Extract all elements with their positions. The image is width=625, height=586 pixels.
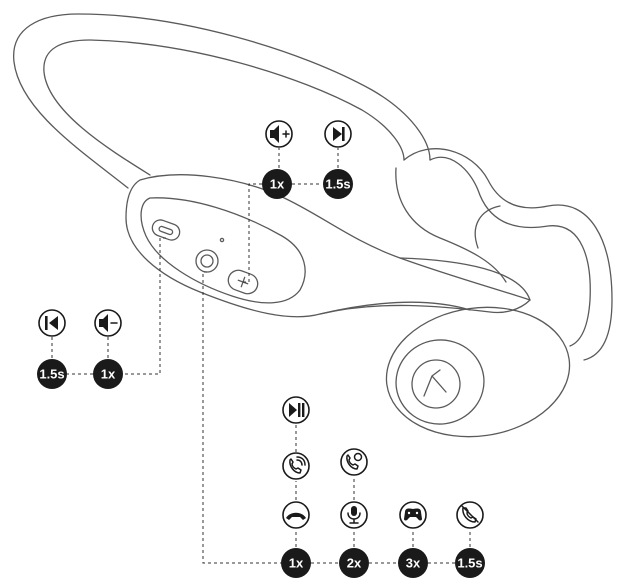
svg-text:1x: 1x [270, 177, 285, 192]
mic-hole [219, 237, 225, 243]
answer-call-icon [282, 452, 310, 480]
leader-vol-up [243, 183, 262, 283]
badge-next-1-5s: 1.5s [323, 169, 353, 199]
badge-mfb-2x: 2x [339, 548, 369, 578]
leader-mfb [202, 271, 281, 564]
earpiece-stem [399, 257, 531, 301]
multi-button-group: 1x 2x 3x 1.5s [281, 396, 485, 578]
svg-text:1.5s: 1.5s [39, 367, 64, 382]
ear-hook-rear [395, 167, 507, 283]
vol-down-button [151, 219, 181, 241]
earpiece-disc [395, 339, 485, 425]
leader-vol-down [122, 237, 166, 375]
control-pod [125, 174, 531, 318]
badge-prev-1-5s: 1.5s [37, 359, 67, 389]
reject-call-icon [456, 501, 484, 529]
multi-function-button-inner [200, 254, 214, 268]
next-track-icon [324, 120, 352, 148]
ear-hook [403, 148, 613, 361]
game-mode-icon [399, 501, 427, 529]
earpiece-outer [385, 306, 571, 438]
neckband-inner [43, 39, 405, 176]
ear-hook-inner [429, 156, 591, 347]
svg-text:3x: 3x [406, 556, 421, 571]
leader-lines [51, 148, 471, 564]
svg-text:1x: 1x [101, 367, 116, 382]
badge-mfb-1x: 1x [281, 548, 311, 578]
ear-hook-lower [474, 205, 501, 249]
svg-text:1.5s: 1.5s [325, 177, 350, 192]
end-call-icon [282, 501, 310, 529]
volume-up-icon [265, 120, 293, 148]
control-pod-face [140, 197, 306, 304]
brand-logo [411, 359, 461, 409]
badge-mfb-3x: 3x [398, 548, 428, 578]
vol-up-button [227, 269, 259, 295]
earpiece-stem-2 [319, 301, 471, 315]
microphone-icon [340, 501, 368, 529]
voice-assistant-icon [340, 448, 368, 476]
left-group: 1.5s 1x [37, 309, 123, 389]
play-pause-icon [282, 396, 310, 424]
right-group: 1x 1.5s [262, 120, 353, 199]
multi-function-button [195, 249, 219, 273]
vol-down-button-inner [158, 225, 174, 236]
badge-vol-up-1x: 1x [262, 169, 292, 199]
volume-down-icon [94, 309, 122, 337]
headphone-illustration [13, 13, 613, 438]
previous-track-icon [38, 309, 66, 337]
svg-text:1.5s: 1.5s [457, 556, 482, 571]
svg-text:1x: 1x [289, 556, 304, 571]
neckband-outer [13, 13, 431, 189]
badge-mfb-1-5s: 1.5s [455, 548, 485, 578]
badge-vol-down-1x: 1x [93, 359, 123, 389]
svg-text:2x: 2x [347, 556, 362, 571]
brand-logo-mark [423, 369, 447, 397]
